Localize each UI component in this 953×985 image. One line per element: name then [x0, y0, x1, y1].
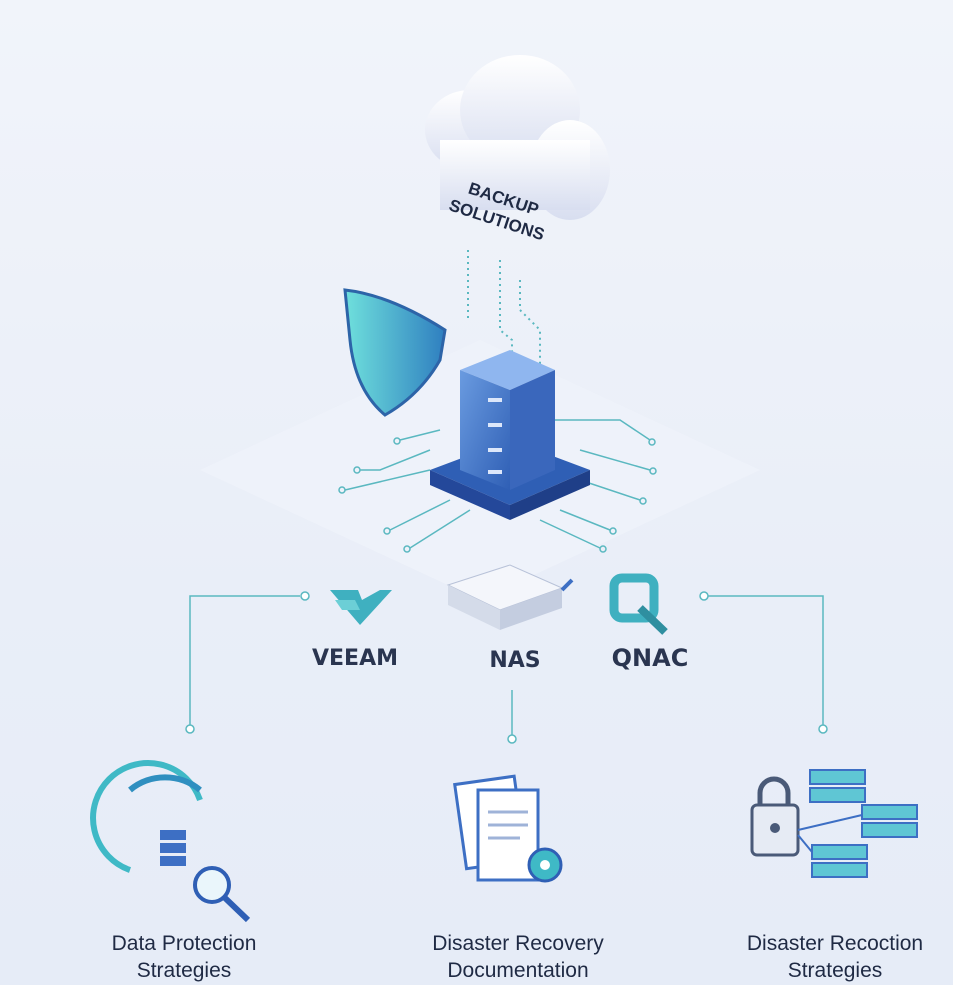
veeam-logo-icon	[330, 590, 392, 625]
lock-storage-icon	[750, 769, 918, 878]
tool-label-veeam: VEEAM	[311, 646, 398, 671]
category-line2: Strategies	[136, 959, 232, 982]
tool-label-nas: NAS	[489, 648, 541, 673]
category-line2: Strategies	[787, 959, 883, 982]
category-data-protection: Data Protection Strategies	[54, 930, 314, 984]
shield-icon	[343, 288, 447, 417]
qnac-logo-icon	[609, 573, 668, 635]
tree-lines	[185, 591, 828, 744]
category-line1: Disaster Recoction	[746, 932, 924, 955]
data-protection-icon	[90, 760, 251, 923]
category-dr-recoction: Disaster Recoction Strategies	[705, 930, 953, 984]
category-line1: Data Protection	[111, 932, 257, 955]
tool-label-qnac: QNAC	[611, 644, 689, 672]
cloud-icon	[425, 55, 610, 220]
circuit-lines	[338, 419, 657, 553]
server-icon	[430, 350, 590, 520]
nas-device-icon	[446, 564, 574, 630]
category-dr-documentation: Disaster Recovery Documentation	[388, 930, 648, 984]
category-line1: Disaster Recovery	[432, 932, 604, 955]
documentation-icon	[453, 774, 563, 883]
category-line2: Documentation	[447, 959, 589, 982]
